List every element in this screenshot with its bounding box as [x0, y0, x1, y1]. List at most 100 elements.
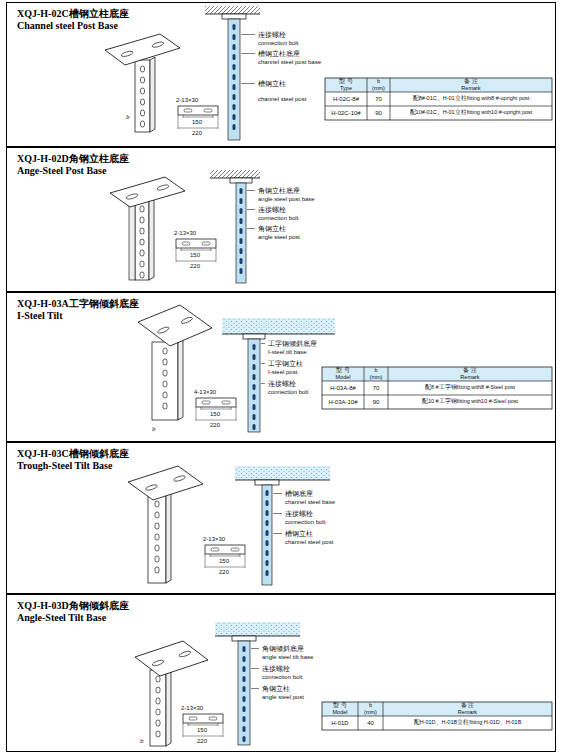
post-hole — [155, 512, 159, 518]
part-label: 连接螺栓 — [258, 206, 286, 213]
dimension-line — [213, 115, 214, 118]
post-slot — [240, 188, 243, 194]
dimension-label: b — [126, 114, 130, 121]
table-header: (mm) — [358, 709, 383, 716]
table-header: 型 号 — [322, 367, 364, 374]
ceiling-line — [215, 636, 300, 637]
part-label: 工字钢立柱 — [268, 360, 303, 367]
bolt-slot — [126, 193, 139, 200]
mount-plate — [222, 14, 246, 19]
hole-spec: 2-13×30 — [174, 230, 196, 236]
post-hole — [156, 709, 160, 715]
part-label-en: connection bolt — [258, 40, 298, 46]
post-slot — [233, 124, 236, 130]
leader-line — [261, 343, 265, 344]
dimension-line — [205, 554, 206, 568]
table-rule — [364, 367, 365, 409]
table-header: 备 注 — [390, 78, 552, 85]
post-hole — [163, 359, 167, 365]
section-title-en: Angle-Steel Tilt Base — [17, 612, 555, 624]
post-slot — [243, 716, 246, 722]
post-hole — [140, 217, 144, 223]
part-label-en: angle steel post base — [258, 196, 315, 202]
bolt-slot — [180, 316, 193, 324]
section-panel: XQJ-H-03D角钢倾斜底座Angle-Steel Tilt Base — [6, 594, 556, 752]
dimension-label: 220 — [190, 263, 200, 269]
dimension-label: 150 — [190, 252, 200, 258]
post-hole — [155, 545, 159, 551]
post-slot — [266, 550, 269, 556]
table-header: b — [364, 367, 388, 374]
post-slot — [253, 414, 256, 420]
plan-slot — [184, 109, 192, 112]
section-title: XQJ-H-03A工字钢倾斜底座 — [17, 298, 555, 310]
plan-plate — [196, 398, 236, 407]
leader-line — [273, 493, 282, 494]
table-header: Model — [322, 709, 358, 716]
plan-slot — [189, 717, 197, 720]
post-hole — [163, 370, 167, 376]
table-header: 型 号 — [325, 78, 367, 85]
ceiling-line — [222, 334, 335, 335]
post-slot — [266, 520, 269, 526]
part-label: 槽钢立柱 — [285, 530, 313, 537]
base-plate — [135, 641, 208, 676]
post-slot — [253, 364, 256, 370]
post-slot — [253, 404, 256, 410]
post-front — [152, 342, 178, 420]
dimension-label: 220 — [219, 569, 229, 575]
part-label: 槽钢底座 — [285, 490, 313, 497]
dimension-line — [188, 725, 218, 726]
post-slot — [233, 84, 236, 90]
post-slot — [243, 686, 246, 692]
table-cell: 90 — [364, 395, 388, 409]
table-header: (mm) — [367, 85, 390, 92]
dimension-label: 150 — [219, 558, 229, 564]
leader-line — [251, 688, 259, 689]
post-hole — [140, 250, 144, 256]
bolt-slot — [121, 50, 134, 57]
angle-flange — [129, 203, 135, 280]
post-slot — [253, 384, 256, 390]
table-rule — [388, 367, 389, 409]
base-plate — [128, 466, 203, 500]
part-label-en: angle steel post — [262, 694, 304, 700]
table-header: (mm) — [364, 374, 388, 381]
post-hole — [140, 206, 144, 212]
table-rule — [322, 381, 552, 382]
part-label-en: I-steel post — [268, 369, 297, 375]
post-slot — [266, 570, 269, 576]
plan-slot — [231, 548, 239, 551]
dimension-line — [183, 115, 184, 118]
hole-spec: 2-13×30 — [176, 97, 198, 103]
table-cell: 配8 #工字钢fitting with8 #-Steel post — [388, 381, 552, 395]
post-hole — [141, 99, 145, 105]
part-label-en: channel steel post — [258, 96, 306, 102]
plan-plate — [176, 239, 216, 248]
bolt-slot — [152, 659, 165, 667]
plan-slot — [209, 717, 217, 720]
table-cell: 配10#-01C、H-01立柱fitting with10 #-upright … — [390, 106, 552, 120]
table-header: 备 注 — [388, 367, 552, 374]
dimension-line — [176, 261, 216, 262]
post-front — [150, 670, 166, 746]
post-hole — [155, 556, 159, 562]
table-rule — [325, 106, 552, 107]
concrete-ceiling — [235, 466, 330, 480]
section-title: XQJ-H-03C槽钢倾斜底座 — [17, 448, 555, 460]
post-hole — [156, 731, 160, 737]
dimension-line — [218, 723, 219, 726]
base-plate — [105, 34, 180, 65]
part-label-en: channel steel post — [285, 539, 333, 545]
post-slot — [253, 344, 256, 350]
table-cell: 配8#-01C、H-01立柱fitting with8 #-upright po… — [390, 92, 552, 106]
leader-line — [251, 648, 259, 649]
post-hole — [140, 228, 144, 234]
table-cell: 配10 #工字钢fitting with10 #-Steel post — [388, 395, 552, 409]
table-frame — [322, 367, 552, 409]
post-side — [178, 339, 183, 420]
part-label-en: connection bolt — [258, 215, 298, 221]
post-slot — [233, 64, 236, 70]
post-slot — [240, 198, 243, 204]
dimension-line — [196, 407, 197, 421]
